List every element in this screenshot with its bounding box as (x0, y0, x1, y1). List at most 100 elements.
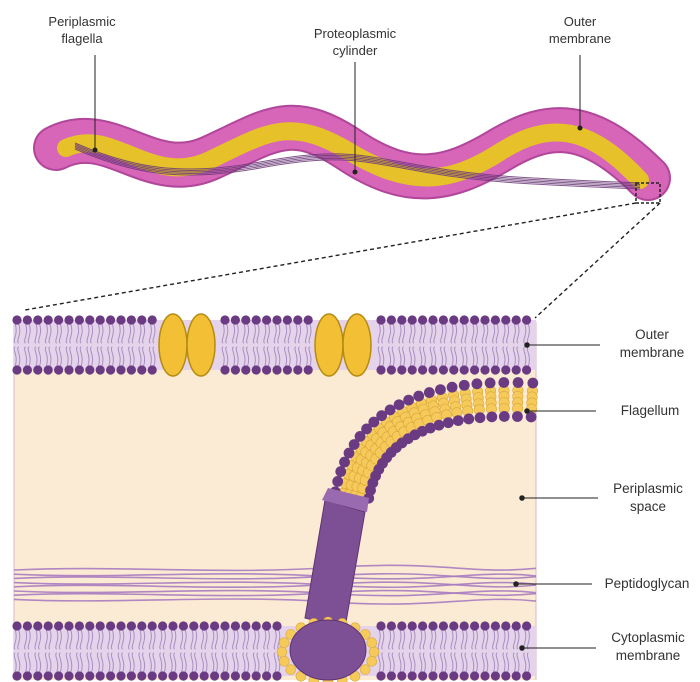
sheath-subunit (394, 399, 405, 410)
lipid-head (397, 671, 406, 680)
sheath-subunit (485, 378, 496, 389)
lipid-head (387, 621, 396, 630)
lipid-head (54, 671, 63, 680)
lipid-head (262, 621, 271, 630)
lipid-head (387, 365, 396, 374)
sheath-subunit (453, 415, 464, 426)
lipid-head (23, 365, 32, 374)
lipid-head (387, 671, 396, 680)
lipid-head (75, 315, 84, 324)
lipid-head (376, 315, 385, 324)
label-periplasmic-space: Periplasmic space (603, 480, 693, 516)
lipid-head (54, 315, 63, 324)
lipid-head (64, 315, 73, 324)
lipid-head (480, 315, 489, 324)
lipid-head (439, 671, 448, 680)
motor-protein-subunit (279, 656, 289, 666)
flagellar-motor-body (290, 620, 366, 680)
sheath-subunit (475, 412, 486, 423)
lipid-head (54, 621, 63, 630)
lipid-head (96, 365, 105, 374)
motor-protein-subunit (279, 638, 289, 648)
sheath-subunit (512, 411, 523, 422)
lipid-head (272, 671, 281, 680)
lipid-head (397, 365, 406, 374)
lipid-head (148, 671, 157, 680)
lipid-head (127, 365, 136, 374)
lipid-head (501, 621, 510, 630)
lipid-head (220, 671, 229, 680)
lipid-head (439, 621, 448, 630)
lipid-head (137, 315, 146, 324)
lipid-head (272, 621, 281, 630)
lipid-head (44, 365, 53, 374)
lipid-head (522, 621, 531, 630)
lipid-head (85, 365, 94, 374)
lipid-head (220, 315, 229, 324)
lipid-head (85, 315, 94, 324)
lipid-head (418, 365, 427, 374)
lipid-head (272, 315, 281, 324)
lipid-head (293, 315, 302, 324)
label-proteoplasmic-cylinder: Proteoplasmic cylinder (300, 25, 410, 59)
lipid-head (200, 621, 209, 630)
label-peptidoglycan: Peptidoglycan (597, 575, 697, 593)
lipid-head (220, 621, 229, 630)
lipid-head (428, 621, 437, 630)
label-outer-membrane-detail: Outer membrane (612, 326, 692, 362)
lipid-head (148, 365, 157, 374)
lipid-head (470, 621, 479, 630)
sheath-subunit (335, 466, 346, 477)
lipid-head (439, 365, 448, 374)
lipid-head (418, 315, 427, 324)
lipid-head (137, 621, 146, 630)
lipid-head (460, 621, 469, 630)
label-periplasmic-flagella: Periplasmic flagella (42, 13, 122, 47)
outer-membrane-bilayer (12, 315, 536, 374)
lipid-head (387, 315, 396, 324)
lipid-head (33, 671, 42, 680)
lipid-head (501, 315, 510, 324)
porin-protein (159, 314, 187, 376)
lipid-head (12, 315, 21, 324)
lipid-head (428, 671, 437, 680)
sheath-subunit (443, 417, 454, 428)
lipid-head (106, 315, 115, 324)
spirochete-cell (56, 128, 660, 203)
lipid-head (231, 621, 240, 630)
lipid-head (376, 621, 385, 630)
lipid-head (54, 365, 63, 374)
lipid-head (522, 365, 531, 374)
lipid-head (127, 621, 136, 630)
lipid-head (96, 621, 105, 630)
sheath-subunit (499, 411, 510, 422)
sheath-subunit (447, 382, 458, 393)
lipid-head (460, 365, 469, 374)
lipid-head (470, 365, 479, 374)
lipid-head (376, 671, 385, 680)
lipid-head (96, 315, 105, 324)
lipid-head (252, 365, 261, 374)
lipid-head (252, 621, 261, 630)
lipid-head (179, 671, 188, 680)
porin-protein (343, 314, 371, 376)
lipid-head (148, 315, 157, 324)
lipid-head (168, 621, 177, 630)
motor-protein-subunit (367, 656, 377, 666)
lipid-head (64, 365, 73, 374)
lipid-head (408, 621, 417, 630)
sheath-subunit (513, 377, 524, 388)
lipid-head (491, 671, 500, 680)
lipid-head (449, 671, 458, 680)
lipid-head (220, 365, 229, 374)
lipid-head (241, 365, 250, 374)
lipid-head (106, 621, 115, 630)
lipid-head (231, 315, 240, 324)
lipid-head (137, 671, 146, 680)
lipid-head (408, 365, 417, 374)
lipid-head (428, 315, 437, 324)
lipid-head (501, 671, 510, 680)
lipid-head (241, 621, 250, 630)
lipid-head (106, 671, 115, 680)
